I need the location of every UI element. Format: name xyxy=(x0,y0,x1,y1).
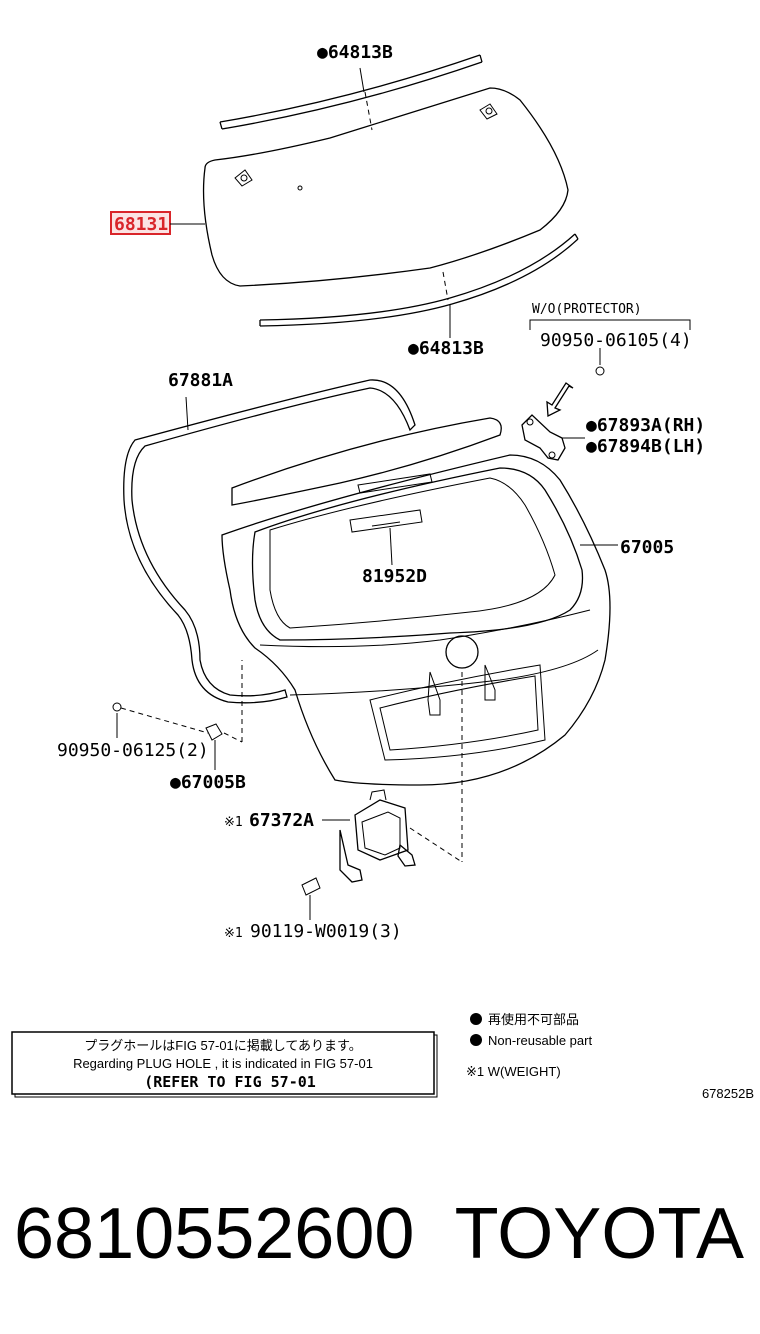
glass-part-highlight-box xyxy=(110,211,171,235)
label-cushion: ●67005B xyxy=(170,772,246,793)
weatherstrip-drawing xyxy=(123,379,416,704)
label-weatherstrip: 67881A xyxy=(168,370,233,391)
label-plug: 90950-06125(2) xyxy=(57,740,209,761)
note-box-line-refer: (REFER TO FIG 57-01 xyxy=(144,1073,316,1091)
label-clip-protector: 90950-06105(4) xyxy=(540,330,692,351)
label-door-panel: 67005 xyxy=(620,537,674,558)
legend-en: Non-reusable part xyxy=(488,1033,592,1048)
moulding-bottom-drawing xyxy=(259,233,579,338)
footer-brand: TOYOTA xyxy=(455,1194,744,1274)
label-hinge-rh: ●67893A(RH) xyxy=(586,415,705,436)
label-weight-mark: ※1 xyxy=(224,815,243,830)
non-reusable-bullet-icon-2 xyxy=(470,1034,482,1046)
moulding-top-drawing xyxy=(219,54,483,131)
label-hinge-lh: ●67894B(LH) xyxy=(586,436,705,457)
legend: 再使用不可部品 Non-reusable part ※1 W(WEIGHT) xyxy=(466,1012,592,1079)
label-moulding-bottom: ●64813B xyxy=(408,338,484,359)
label-bolt-mark: ※1 xyxy=(224,926,243,941)
label-protector-note: W/O(PROTECTOR) xyxy=(532,302,642,317)
label-glass: 68131 xyxy=(114,214,168,235)
glass-drawing xyxy=(202,87,569,287)
non-reusable-bullet-icon xyxy=(470,1013,482,1025)
legend-jp: 再使用不可部品 xyxy=(488,1012,579,1027)
label-stop-lamp: 81952D xyxy=(362,566,427,587)
note-box-line-jp: プラグホールはFIG 57-01に掲載してあります。 xyxy=(84,1038,361,1053)
footer-part-number: 6810552600 xyxy=(14,1194,414,1274)
label-bolt: 90119-W0019(3) xyxy=(250,921,402,942)
hinge-drawing xyxy=(521,382,585,461)
label-moulding-top: ●64813B xyxy=(317,42,393,63)
note-box-line-en: Regarding PLUG HOLE , it is indicated in… xyxy=(73,1056,373,1071)
plug-cushion-drawing xyxy=(112,660,243,770)
legend-weight-note: ※1 W(WEIGHT) xyxy=(466,1064,561,1079)
label-weight: 67372A xyxy=(249,810,314,831)
protector-clip-drawing xyxy=(529,319,691,376)
weight-drawing xyxy=(301,672,463,920)
door-panel-drawing xyxy=(221,417,618,786)
note-box: プラグホールはFIG 57-01に掲載してあります。 Regarding PLU… xyxy=(11,1031,438,1098)
figure-code: 678252B xyxy=(702,1086,754,1101)
